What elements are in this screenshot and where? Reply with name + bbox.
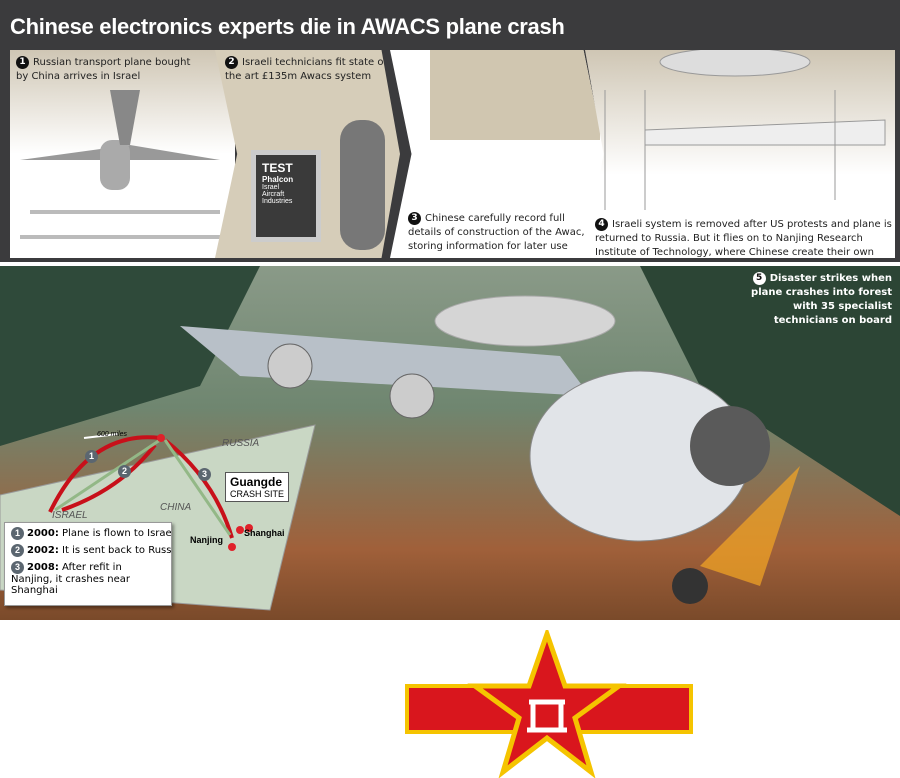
- legend-number: 3: [11, 561, 24, 574]
- legend-text: Plane is flown to Israel: [62, 528, 172, 539]
- crash-site-name: Guangde: [230, 475, 283, 489]
- panel-2: TEST Phalcon Israel Aircraft Industries …: [215, 50, 400, 258]
- scale-label: 600 miles: [97, 431, 127, 438]
- panel-5-caption: Disaster strikes when plane crashes into…: [751, 273, 892, 326]
- pla-air-force-emblem: [405, 630, 693, 778]
- crashing-plane-illustration: [0, 266, 900, 604]
- step-badge: 5: [752, 272, 766, 285]
- transport-plane-illustration: [20, 90, 220, 239]
- route-number: 1: [85, 450, 98, 463]
- legend-year: 2008:: [27, 562, 59, 573]
- legend-number: 2: [11, 544, 24, 557]
- step-badge: 2: [225, 56, 238, 69]
- page-title: Chinese electronics experts die in AWACS…: [10, 14, 565, 39]
- route-2: [61, 443, 157, 512]
- hand-illustration: [430, 50, 600, 140]
- screen-line: Israel: [262, 184, 280, 191]
- screen-line: Aircraft: [262, 191, 285, 198]
- route-1: [48, 435, 161, 513]
- legend-year: 2000:: [27, 528, 59, 539]
- panel-2-caption: Israeli technicians fit state of the art…: [225, 57, 387, 82]
- nanjing-label: Nanjing: [190, 535, 223, 545]
- panel-4-caption: Israeli system is removed after US prote…: [595, 219, 892, 258]
- technician-illustration: [340, 120, 385, 250]
- crash-site-label: CRASH SITE: [230, 489, 285, 499]
- panel-1-caption: Russian transport plane bought by China …: [16, 57, 191, 82]
- screen-line: Industries: [262, 198, 293, 205]
- shanghai-label: Shanghai: [244, 528, 285, 538]
- legend-number: 1: [11, 527, 24, 540]
- step-badge: 1: [16, 56, 29, 69]
- legend-year: 2002:: [27, 545, 59, 556]
- step-badge: 3: [408, 212, 421, 225]
- header-strip: Chinese electronics experts die in AWACS…: [0, 0, 900, 262]
- step-badge: 4: [595, 218, 608, 231]
- screen-heading: TEST: [262, 161, 293, 175]
- crash-site-callout: Guangde CRASH SITE: [225, 472, 290, 502]
- israel-label: ISRAEL: [52, 510, 88, 521]
- route-number: 2: [118, 465, 131, 478]
- panel-3-caption: Chinese carefully record full details of…: [408, 213, 585, 252]
- awacs-hangar-illustration: [604, 50, 886, 210]
- legend-text: It is sent back to Russia: [62, 545, 172, 556]
- legend-text: After refit in Nanjing, it crashes near …: [11, 562, 130, 596]
- route-number: 3: [198, 468, 211, 481]
- test-screen: TEST Phalcon Israel Aircraft Industries: [251, 150, 321, 242]
- russia-label: RUSSIA: [222, 438, 260, 449]
- screen-sub: Phalcon: [262, 175, 294, 184]
- china-label: CHINA: [160, 502, 192, 513]
- route-3: [163, 438, 234, 539]
